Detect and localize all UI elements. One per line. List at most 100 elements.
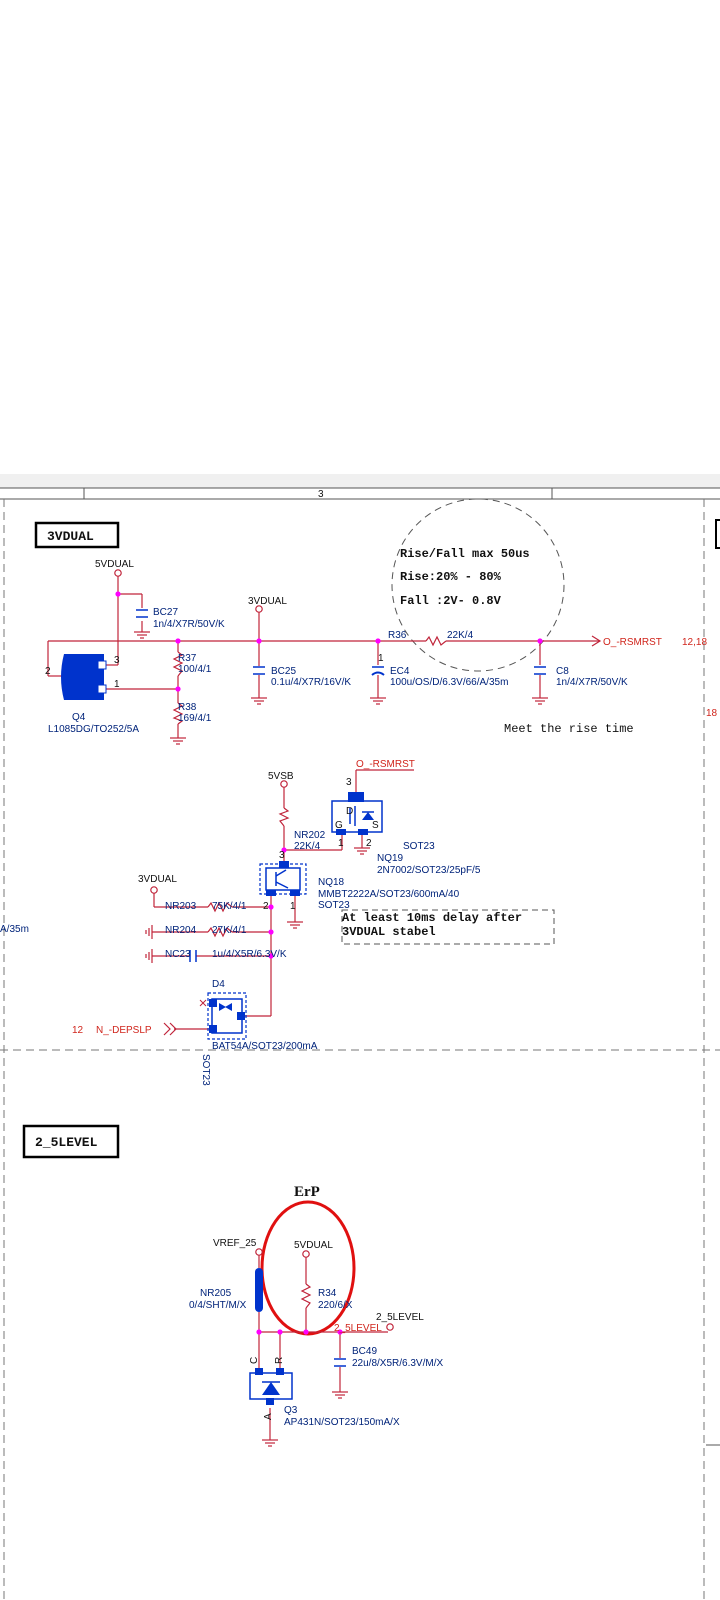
nq19-pin2: 2 — [366, 838, 372, 849]
wires-top — [47, 575, 600, 738]
d4-value: BAT54A/SOT23/200mA — [212, 1041, 318, 1052]
nq18-value: MMBT2222A/SOT23/600mA/40 — [318, 889, 460, 900]
regulator-q3: C R A Q3 AP431N/SOT23/150mA/X — [249, 1357, 400, 1428]
edge-cut-label: A/35m — [0, 924, 29, 935]
junctions-top — [115, 591, 543, 692]
junctions-rsmrst — [268, 847, 287, 959]
r38-value: 169/4/1 — [178, 713, 212, 724]
junctions-2-5level — [256, 1329, 343, 1335]
ground-symbol — [251, 697, 267, 705]
capacitor-bc25: BC25 0.1u/4/X7R/16V/K — [253, 666, 351, 688]
note-erp: ErP — [294, 1184, 320, 1200]
resistor-nr204: NR204 27K/4/1 — [165, 925, 247, 938]
resistor-r37: R37 100/4/1 — [172, 651, 212, 677]
rise-fall-note: Rise/Fall max 50us Rise:20% - 80% Fall :… — [391, 498, 565, 672]
power-flag-5vdual-b: 5VDUAL — [294, 1240, 333, 1258]
c8-value: 1n/4/X7R/50V/K — [556, 677, 628, 688]
jumper-nr205: NR205 0/4/SHT/M/X — [189, 1268, 263, 1312]
capacitor-bc27: BC27 1n/4/X7R/50V/K — [136, 607, 225, 630]
power-flag-3vdual: 3VDUAL — [248, 596, 287, 613]
ground-symbol — [532, 697, 548, 705]
bc25-ref: BC25 — [271, 666, 296, 677]
nr205-value: 0/4/SHT/M/X — [189, 1300, 247, 1311]
ground-symbol — [134, 631, 150, 639]
nr204-ref: NR204 — [165, 925, 197, 936]
nr202-value: 22K/4 — [294, 841, 321, 852]
ground-symbol — [370, 697, 386, 705]
ruler-zone-label: 3 — [318, 489, 324, 500]
ground-symbol — [354, 847, 370, 855]
nq19-pin-s: S — [372, 820, 379, 831]
q4-pin1: 1 — [114, 679, 120, 690]
nq18-ref: NQ18 — [318, 877, 345, 888]
delay-note: At least 10ms delay after 3VDUAL stabel — [341, 909, 555, 945]
nc23-value: 1u/4/X5R/6.3V/K — [212, 949, 287, 960]
nq19-pin3: 3 — [346, 777, 352, 788]
resistor-r34: R34 220/6/X — [300, 1283, 353, 1311]
net-o-rsmrst-label: O_-RSMRST — [603, 637, 662, 648]
net-2-5level-port-label: 2_5LEVEL — [376, 1312, 424, 1323]
section-3vdual: 3VDUAL — [34, 521, 120, 549]
power-flag-vref-25: VREF_25 — [213, 1238, 263, 1256]
transistor-nq18: 3 2 1 NQ18 MMBT2222A/SOT23/600mA/40 SOT2… — [259, 850, 460, 912]
d4-pkg: SOT23 — [200, 1054, 211, 1086]
q4-pin3: 3 — [114, 655, 120, 666]
resistor-r36: R36 22K/4 — [388, 630, 474, 647]
note-rise-fall: Rise/Fall max 50us — [400, 547, 530, 561]
nq19-pin-g: G — [335, 820, 343, 831]
net-vref-25-label: VREF_25 — [213, 1238, 257, 1249]
net-5vdual-label: 5VDUAL — [95, 559, 134, 570]
capacitor-nc23: NC23 1u/4/X5R/6.3V/K — [165, 949, 287, 962]
wires-rsmrst — [152, 769, 414, 1030]
power-flag-5vsb: 5VSB — [268, 771, 294, 788]
nq19-ref: NQ19 — [377, 853, 404, 864]
nq18-pin1: 1 — [290, 901, 296, 912]
ec4-ref: EC4 — [390, 666, 410, 677]
q4-value: L1085DG/TO252/5A — [48, 724, 139, 735]
net-o-rsmrst-ref: 12,18 — [682, 637, 707, 648]
note-meet-rise-time: Meet the rise time — [504, 722, 634, 736]
nr203-ref: NR203 — [165, 901, 197, 912]
r38-ref: R38 — [178, 702, 197, 713]
net-o-rsmrst-input: O_-RSMRST — [356, 759, 415, 770]
bc49-ref: BC49 — [352, 1346, 377, 1357]
sheet-ruler: 3 — [0, 474, 720, 500]
ground-symbol — [145, 949, 153, 963]
erp-highlight-ellipse — [260, 1200, 356, 1336]
nq19-pkg: SOT23 — [403, 841, 435, 852]
port-2-5level: 2_5LEVEL 2_5LEVEL — [334, 1312, 424, 1334]
net-5vdual-b-label: 5VDUAL — [294, 1240, 333, 1251]
r36-value: 22K/4 — [447, 630, 474, 641]
c8-ref: C8 — [556, 666, 569, 677]
nq18-pkg: SOT23 — [318, 900, 350, 911]
nq18-pin3: 3 — [279, 850, 285, 861]
r37-value: 100/4/1 — [178, 664, 212, 675]
nc23-ref: NC23 — [165, 949, 191, 960]
net-3vdual-b-label: 3VDUAL — [138, 874, 177, 885]
q4-pin2: 2 — [45, 666, 51, 677]
sheet-frame — [0, 499, 720, 1600]
section-title-2-5level: 2_5LEVEL — [35, 1135, 98, 1150]
d4-ref: D4 — [212, 979, 225, 990]
nr202-ref: NR202 — [294, 830, 326, 841]
r36-ref: R36 — [388, 630, 407, 641]
r34-ref: R34 — [318, 1288, 337, 1299]
mosfet-nq19: 3 G D S 1 2 SOT23 NQ19 2N7002/SOT23/25pF… — [331, 777, 481, 876]
ground-symbol — [332, 1391, 348, 1399]
q3-pin-r: R — [274, 1357, 285, 1364]
r34-value: 220/6/X — [318, 1300, 353, 1311]
q3-value: AP431N/SOT23/150mA/X — [284, 1417, 400, 1428]
note-rise: Rise:20% - 80% — [400, 570, 502, 584]
section-title-3vdual: 3VDUAL — [47, 529, 94, 544]
bc25-value: 0.1u/4/X7R/16V/K — [271, 677, 351, 688]
ground-symbol — [287, 921, 303, 929]
q3-ref: Q3 — [284, 1405, 298, 1416]
section-2-5level: 2_5LEVEL — [22, 1124, 120, 1159]
nq19-pin-d: D — [346, 806, 353, 817]
r37-ref: R37 — [178, 653, 197, 664]
note-delay-line2: 3VDUAL stabel — [342, 925, 436, 939]
resistor-nr202: NR202 22K/4 — [278, 807, 326, 852]
nq18-pin2: 2 — [263, 901, 269, 912]
wires-2-5level — [258, 1254, 388, 1440]
